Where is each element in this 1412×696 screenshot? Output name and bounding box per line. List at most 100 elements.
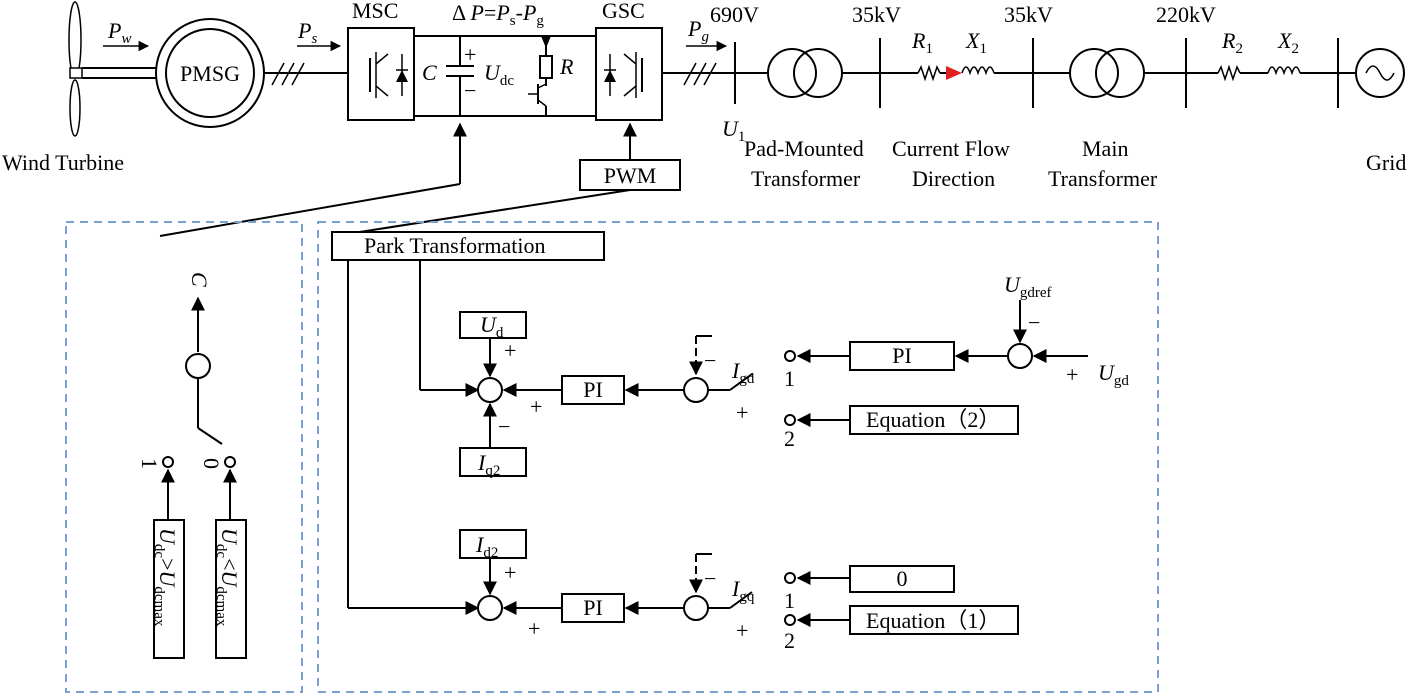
switch-contact-1	[162, 456, 174, 468]
chopper-logic-panel	[65, 221, 303, 693]
v690-label: 690V	[710, 2, 759, 27]
park-transformation-label: Park Transformation	[364, 233, 546, 258]
pg-label: Pg	[687, 16, 709, 45]
equation-2-block	[849, 405, 1019, 435]
q-pi-label: PI	[583, 595, 603, 620]
main-transformer-label-2: Transformer	[1048, 166, 1158, 191]
outer-pi-block	[849, 341, 955, 371]
brake-chopper	[528, 36, 553, 116]
main-transformer-icon	[1069, 48, 1145, 98]
grid-source-icon	[1355, 48, 1405, 98]
msc-label: MSC	[352, 0, 398, 23]
three-phase-mark	[271, 62, 305, 86]
switch-contact-0	[224, 456, 236, 468]
ugdref-minus: −	[1028, 310, 1040, 335]
msc-converter	[347, 27, 415, 121]
switch-0-label: 0	[199, 458, 224, 469]
zero-ref-block	[849, 565, 955, 593]
cond-udc-lt-udcmax-block	[215, 519, 247, 659]
iq2-minus: −	[498, 414, 510, 439]
d-sum-node	[477, 377, 503, 403]
ud-plus: +	[504, 338, 516, 363]
wind-turbine-icon	[68, 1, 83, 137]
igd-label: Igd	[731, 358, 755, 387]
gsc-label: GSC	[602, 0, 645, 23]
cond-gt-label: Udc>Udcmax	[151, 528, 180, 627]
ud-label: Ud	[480, 312, 504, 341]
q-error-minus: −	[704, 566, 716, 591]
wind-turbine-label: Wind Turbine	[2, 150, 124, 175]
d-sum-plus: +	[530, 394, 542, 419]
cond-udc-gt-udcmax-block	[153, 519, 185, 659]
d-pi-block	[561, 375, 625, 405]
ud-block	[459, 311, 527, 339]
r2-label: R2	[1221, 28, 1243, 57]
kv35-a-label: 35kV	[852, 2, 901, 27]
r2-resistor-icon	[1217, 64, 1241, 82]
d-sel-2-label: 2	[784, 426, 795, 451]
ps-label: Ps	[297, 18, 317, 47]
equation-2-label: Equation（2）	[866, 407, 1000, 432]
q-pi-block	[561, 593, 625, 623]
q-error-plus: +	[736, 618, 748, 643]
gsc-converter	[595, 27, 663, 121]
q-selector-blade	[729, 591, 753, 609]
cap-plus: +	[464, 42, 476, 67]
d-selector-blade	[729, 373, 753, 391]
igq-label: Igq	[731, 576, 755, 605]
q-sel-1-label: 1	[784, 588, 795, 613]
pad-mounted-label-1: Pad-Mounted	[744, 136, 864, 161]
resistor-r-label: R	[559, 54, 574, 79]
c-output-label: C	[187, 272, 212, 287]
current-flow-label-1: Current Flow	[892, 136, 1010, 161]
park-transformation-block	[331, 231, 605, 261]
q-sel-2-label: 2	[784, 628, 795, 653]
kv35-b-label: 35kV	[1004, 2, 1053, 27]
d-selector-contact-2	[784, 414, 796, 426]
ugd-plus: +	[1066, 362, 1078, 387]
r1-resistor-icon	[917, 64, 941, 82]
equation-1-label: Equation（1）	[866, 608, 1000, 633]
pw-label: Pw	[107, 18, 131, 47]
d-sel-1-label: 1	[784, 366, 795, 391]
gsc-control-panel	[317, 221, 1159, 693]
q-sum-node	[477, 595, 503, 621]
d-selector-contact-1	[784, 350, 796, 362]
main-transformer-label-1: Main	[1082, 136, 1128, 161]
dc-capacitor	[446, 36, 474, 116]
pad-mounted-transformer-icon	[767, 48, 843, 98]
pmsg-label: PMSG	[180, 61, 240, 86]
x1-label: X1	[965, 28, 987, 57]
id2-block	[459, 529, 527, 559]
grid-label: Grid	[1366, 150, 1406, 175]
x2-inductor-icon	[1267, 66, 1301, 76]
pwm-block	[579, 159, 681, 191]
d-error-minus: −	[704, 348, 716, 373]
d-pi-label: PI	[583, 377, 603, 402]
d-error-node	[683, 377, 709, 403]
ugdref-label: Ugdref	[1004, 272, 1052, 301]
r1-label: R1	[911, 28, 933, 57]
udc-label: Udc	[484, 60, 514, 89]
power-balance-label: Δ P=Ps-Pg	[452, 0, 544, 29]
u1-label: U1	[722, 116, 745, 145]
cap-minus: −	[464, 78, 476, 103]
pwm-label: PWM	[604, 163, 657, 188]
outer-pi-label: PI	[892, 343, 912, 368]
chopper-switch-blade	[197, 427, 223, 445]
q-sum-plus: +	[528, 616, 540, 641]
x1-inductor-icon	[961, 66, 995, 76]
kv220-label: 220kV	[1156, 2, 1216, 27]
current-flow-label-2: Direction	[912, 166, 995, 191]
pmsg-generator: PMSG	[155, 18, 265, 128]
q-error-node	[683, 595, 709, 621]
id2-plus: +	[504, 560, 516, 585]
q-selector-contact-2	[784, 614, 796, 626]
voltage-sum-node	[1007, 343, 1033, 369]
ugd-label: Ugd	[1098, 360, 1129, 389]
pad-mounted-label-2: Transformer	[751, 166, 861, 191]
three-phase-mark-2	[683, 62, 717, 86]
d-error-plus: +	[736, 400, 748, 425]
zero-ref-label: 0	[897, 566, 908, 591]
